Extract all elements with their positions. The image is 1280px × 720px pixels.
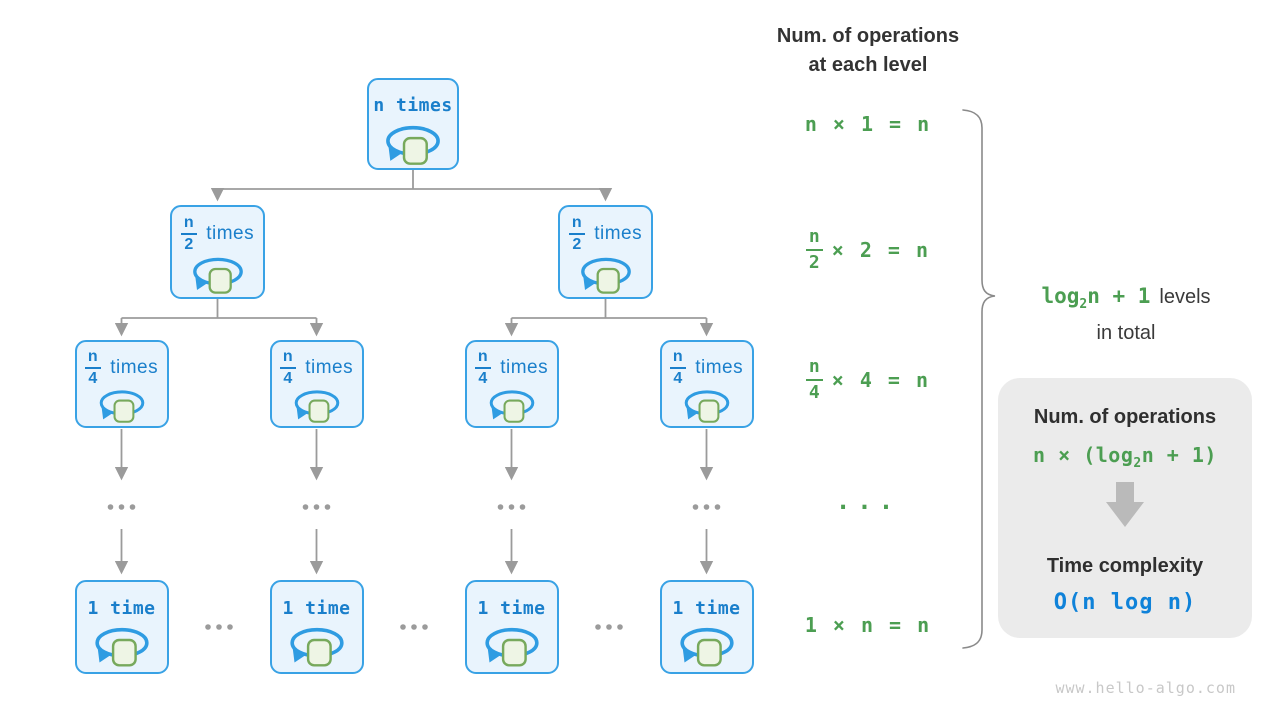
column-header-line1: Num. of operations — [776, 25, 960, 47]
node-label: 1 time — [672, 597, 741, 619]
self-loop-icon — [575, 255, 637, 297]
levels-total-line2: in total — [1096, 322, 1156, 345]
tree-node-bottom-2: 1 time — [464, 580, 559, 674]
column-header-line2: at each level — [808, 54, 928, 76]
levels-brace — [962, 109, 996, 649]
self-loop-icon — [678, 388, 736, 426]
column-header: Num. of operations at each level — [740, 22, 996, 80]
equation-ellipsis: ··· — [835, 493, 901, 521]
self-loop-icon — [382, 123, 444, 168]
self-loop-icon — [93, 388, 151, 426]
equation-level-last: 1 × n = n — [804, 613, 932, 637]
tree-node-bottom-1: 1 time — [269, 580, 364, 674]
self-loop-icon — [483, 388, 541, 426]
self-loop-icon — [92, 625, 152, 670]
ops-formula: n × (log2n + 1) — [1033, 443, 1217, 471]
self-loop-icon — [287, 625, 347, 670]
node-label: 1 time — [282, 597, 351, 619]
ops-title: Num. of operations — [1033, 406, 1217, 428]
self-loop-icon — [288, 388, 346, 426]
self-loop-icon — [677, 625, 737, 670]
watermark: www.hello-algo.com — [1055, 679, 1236, 697]
node-label: 1 time — [87, 597, 156, 619]
tree-node-bottom-3: 1 time — [659, 580, 754, 674]
down-block-arrow-icon — [998, 482, 1252, 533]
node-label: n times — [373, 95, 453, 117]
ellipsis-dots — [107, 504, 721, 630]
summary-box: Num. of operations n × (log2n + 1) Time … — [998, 378, 1252, 638]
node-label: 1 time — [477, 597, 546, 619]
time-complexity-formula: O(n log n) — [1053, 590, 1197, 615]
self-loop-icon — [482, 625, 542, 670]
equation-level-1: n × 1 = n — [804, 112, 932, 136]
tree-node-root: n times — [367, 78, 459, 170]
tree-node-bottom-0: 1 time — [74, 580, 169, 674]
time-complexity-title: Time complexity — [1046, 555, 1204, 577]
self-loop-icon — [187, 255, 249, 297]
